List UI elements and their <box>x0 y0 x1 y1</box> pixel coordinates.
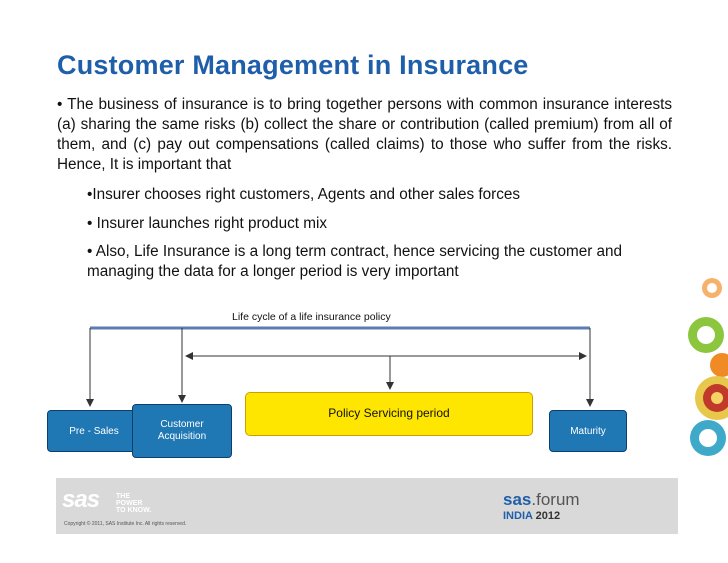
bullet-long-term-contract: • Also, Life Insurance is a long term co… <box>87 243 623 280</box>
stage-acquisition-line1: Customer <box>160 419 204 430</box>
tagline-line: THE <box>116 493 130 500</box>
diagram-title: Life cycle of a life insurance policy <box>232 311 391 323</box>
forum-word: forum <box>536 490 580 509</box>
forum-edition: INDIA 2012 <box>503 510 560 522</box>
bullet-product-mix: • Insurer launches right product mix <box>87 215 328 232</box>
sas-forum-logo: sas.forum <box>503 490 580 509</box>
stage-acquisition-line2: Acquisition <box>157 431 207 442</box>
forum-region: INDIA <box>503 510 533 522</box>
copyright-text: Copyright © 2011, SAS Institute Inc. All… <box>64 521 187 527</box>
slide-title: Customer Management in Insurance <box>57 50 529 80</box>
tagline-line: POWER <box>116 500 143 507</box>
stage-pre-sales: Pre - Sales <box>47 410 141 452</box>
decorative-circles <box>688 278 728 456</box>
sas-logo: sas <box>62 486 100 513</box>
forum-year: 2012 <box>535 510 561 522</box>
footer-bar <box>56 478 678 534</box>
stage-servicing-label: Policy Servicing period <box>328 406 450 420</box>
stage-maturity: Maturity <box>549 410 627 452</box>
sas-tagline: THE POWER TO KNOW. <box>116 493 156 514</box>
tagline-line: TO KNOW. <box>116 507 152 514</box>
intro-paragraph: • The business of insurance is to bring … <box>57 96 672 173</box>
bullet-customers: •Insurer chooses right customers, Agents… <box>87 186 521 203</box>
stage-pre-sales-label: Pre - Sales <box>69 425 119 437</box>
stage-policy-servicing: Policy Servicing period <box>245 392 533 436</box>
stage-maturity-label: Maturity <box>570 425 606 437</box>
forum-brand: sas <box>503 490 532 509</box>
stage-customer-acquisition: Customer Acquisition <box>132 404 232 458</box>
